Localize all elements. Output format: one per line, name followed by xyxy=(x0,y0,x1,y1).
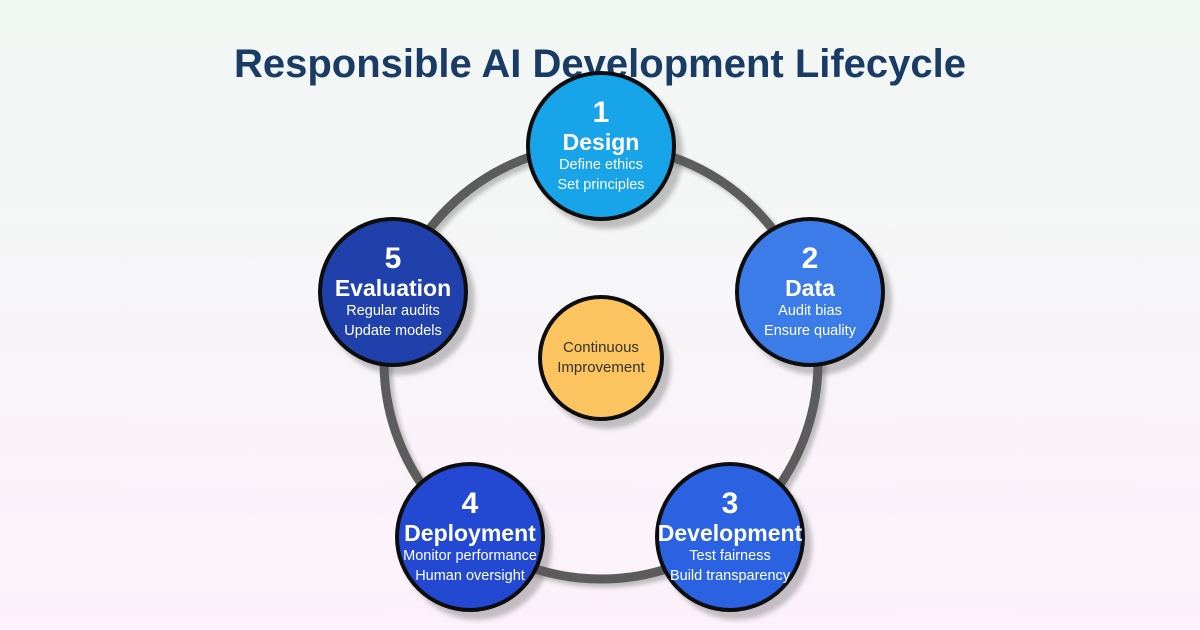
stage-circle-data: 2 Data Audit bias Ensure quality xyxy=(735,217,885,367)
center-circle-label: Continuous Improvement xyxy=(557,338,645,376)
stage-name: Design xyxy=(562,128,640,155)
stage-circle-design: 1 Design Define ethics Set principles xyxy=(526,71,676,221)
stage-circle-deployment: 4 Deployment Monitor performance Human o… xyxy=(395,462,545,612)
stage-detail: Update models xyxy=(344,322,442,339)
stage-detail: Ensure quality xyxy=(764,322,856,339)
stage-detail: Audit bias xyxy=(778,303,842,320)
stage-number: 3 xyxy=(721,487,739,521)
stage-name: Deployment xyxy=(404,519,536,546)
stage-name: Data xyxy=(785,274,835,301)
stage-detail: Build transparency xyxy=(669,567,791,584)
stage-detail: Monitor performance xyxy=(403,548,537,565)
stage-name: Evaluation xyxy=(334,274,452,301)
stage-number: 1 xyxy=(592,96,610,130)
stage-detail: Human oversight xyxy=(415,567,525,584)
stage-detail: Set principles xyxy=(557,176,645,193)
stage-number: 5 xyxy=(384,242,402,276)
stage-detail: Define ethics xyxy=(559,157,643,174)
stage-circle-evaluation: 5 Evaluation Regular audits Update model… xyxy=(318,217,468,367)
stage-detail: Regular audits xyxy=(346,303,440,320)
stage-number: 4 xyxy=(461,487,479,521)
stage-detail: Test fairness xyxy=(689,548,771,565)
stage-number: 2 xyxy=(801,242,819,276)
stage-name: Development xyxy=(657,519,803,546)
center-circle-continuous-improvement: Continuous Improvement xyxy=(538,295,664,421)
stage-circle-development: 3 Development Test fairness Build transp… xyxy=(655,462,805,612)
